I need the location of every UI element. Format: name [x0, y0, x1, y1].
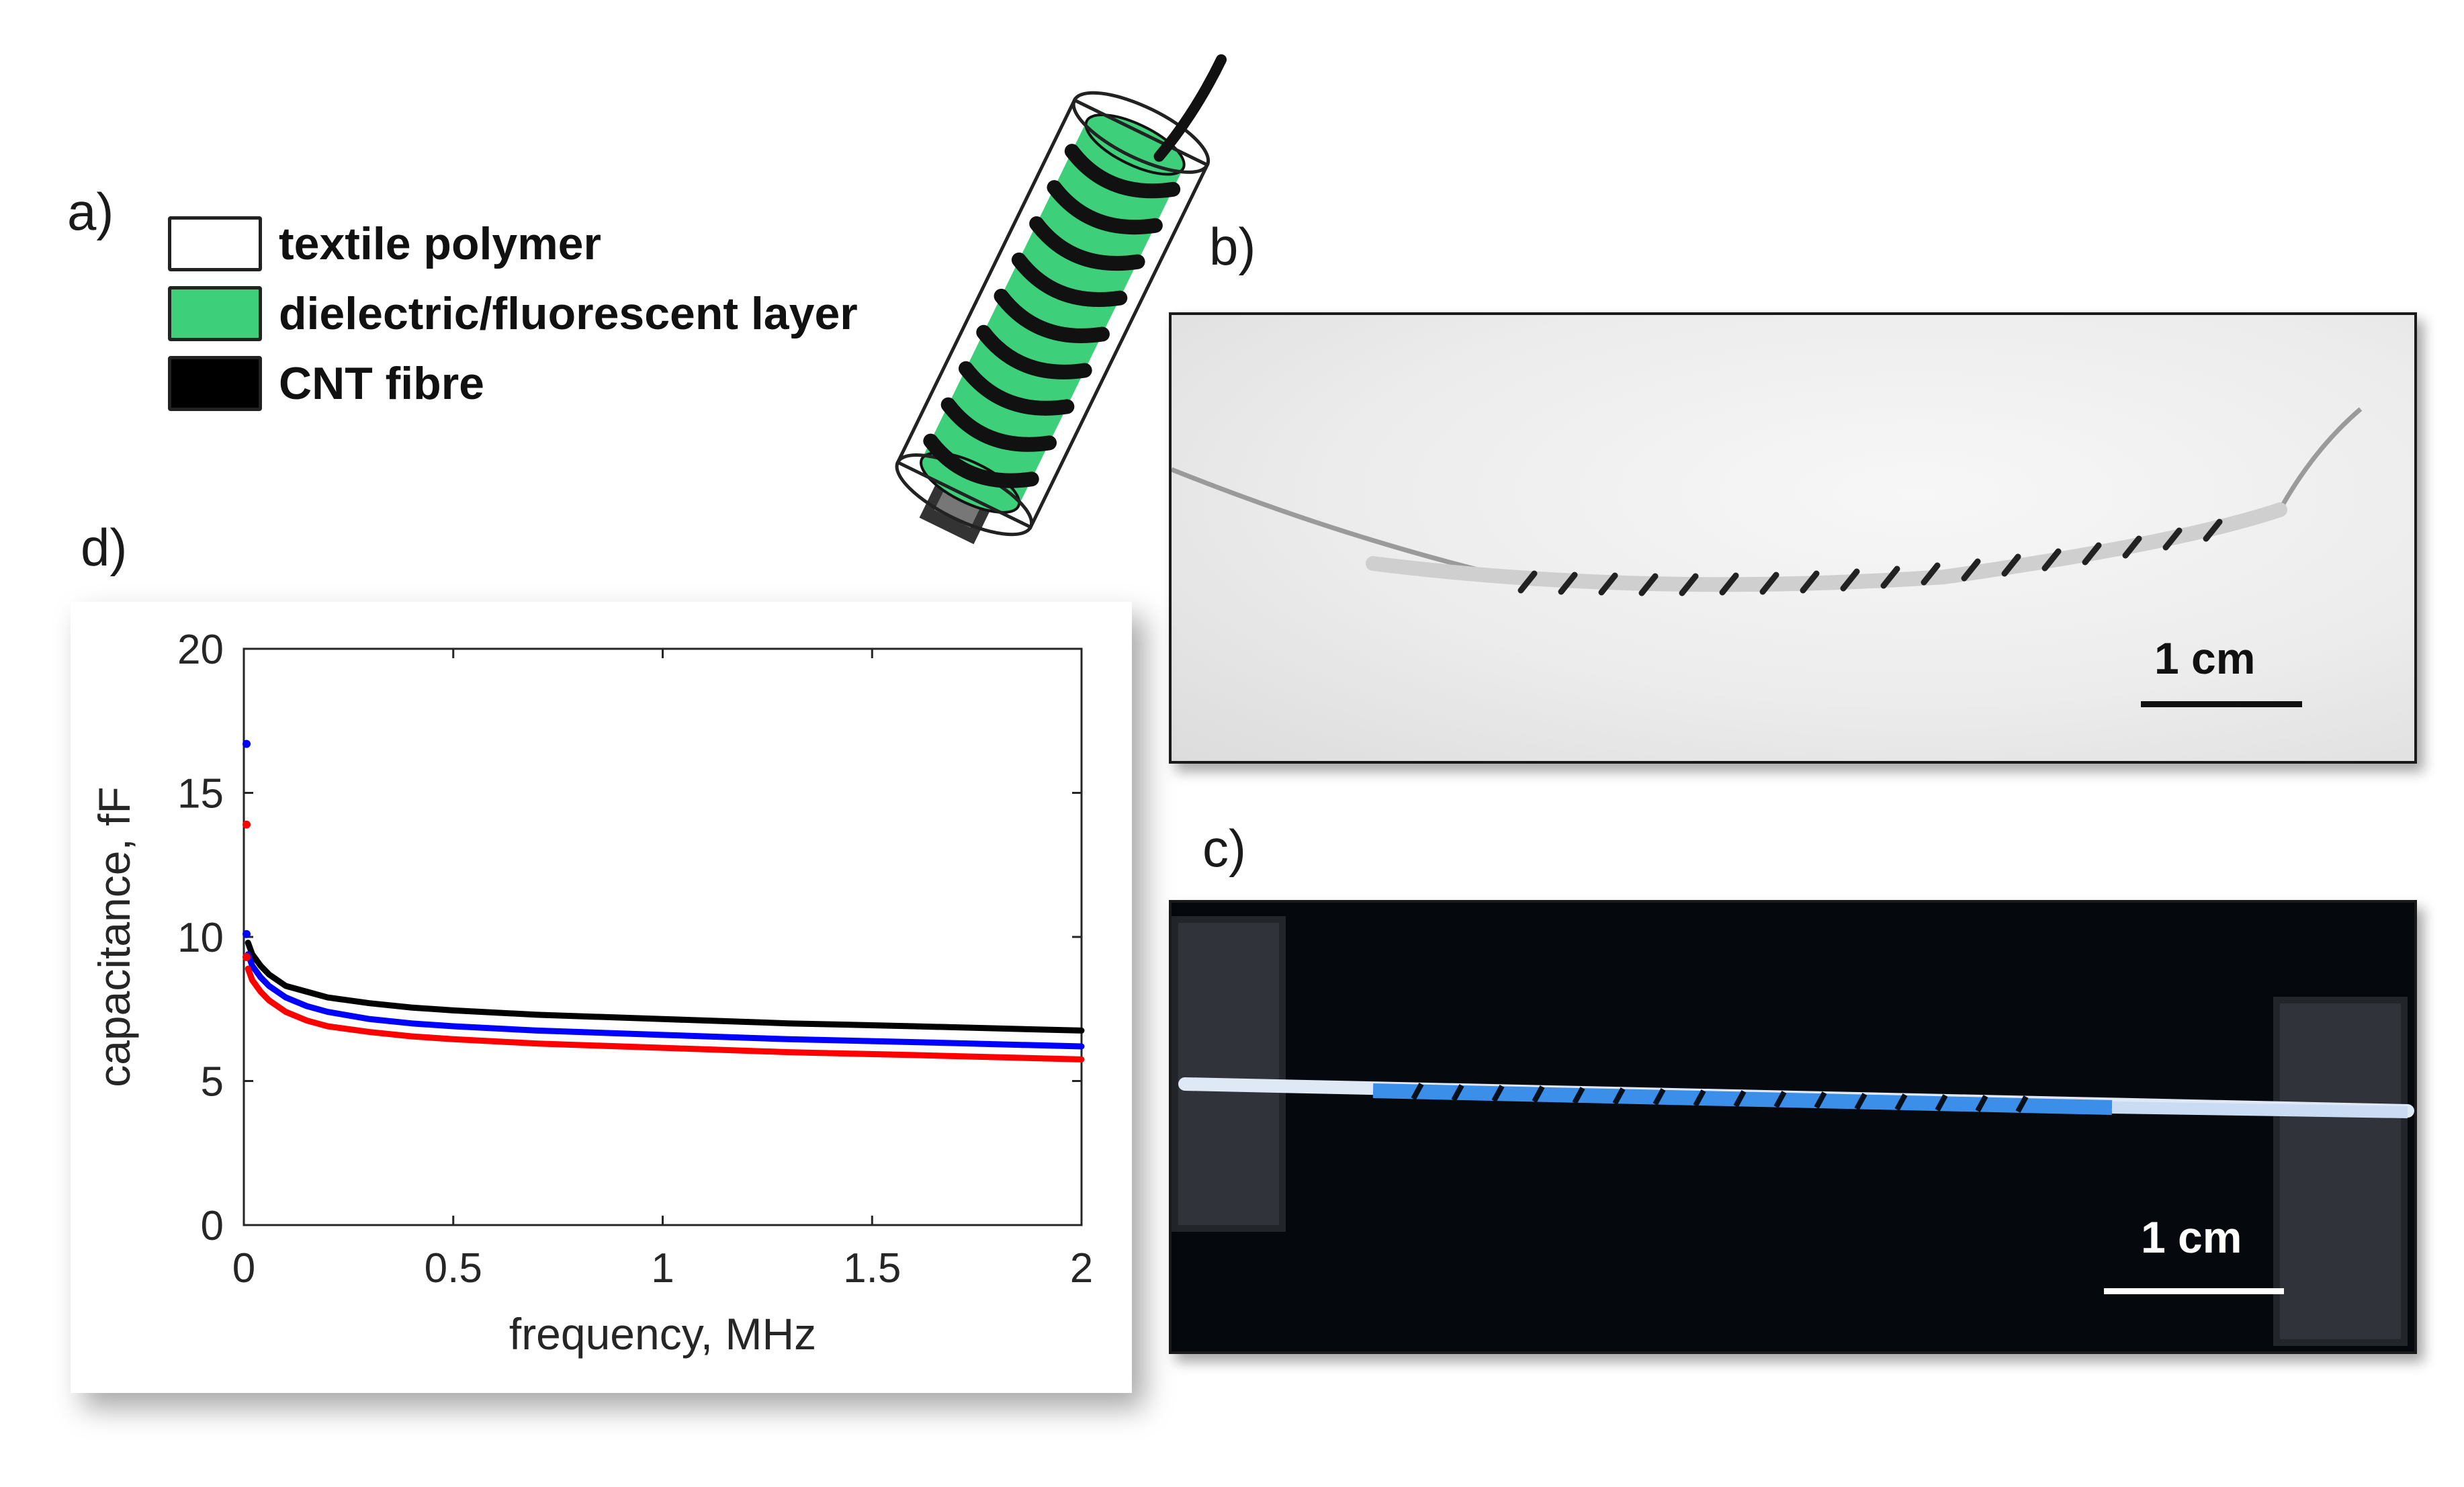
y-axis-label: capacitance, fF — [89, 786, 139, 1087]
legend-swatch-green — [168, 286, 262, 341]
panel-label-b: b) — [1209, 217, 1256, 276]
scalebar-b — [2141, 701, 2302, 707]
y-tick-label: 0 — [201, 1203, 224, 1249]
cnt-fibre-lead — [1153, 54, 1227, 162]
photo-c-fibre-fluorescence: 1 cm — [1169, 900, 2417, 1354]
cnt-fibre-winding — [923, 144, 1181, 488]
dielectric-layer — [922, 121, 1184, 506]
x-tick-label: 1.5 — [843, 1245, 901, 1292]
x-tick-label: 1 — [651, 1245, 674, 1292]
panel-label-c: c) — [1202, 819, 1246, 878]
legend-swatch-white — [168, 216, 262, 271]
scalebar-label-c: 1 cm — [2141, 1212, 2242, 1262]
data-point — [243, 739, 251, 748]
legend-label: textile polymer — [279, 218, 601, 269]
legend-label: CNT fibre — [279, 358, 484, 409]
legend-swatch-black — [168, 356, 262, 411]
legend-label: dielectric/fluorescent layer — [279, 288, 858, 339]
x-tick-label: 0.5 — [425, 1245, 482, 1292]
scalebar-label-b: 1 cm — [2154, 633, 2256, 683]
plot-frame — [243, 647, 1083, 1226]
panel-label-d: d) — [81, 518, 128, 577]
y-tick-label: 5 — [201, 1059, 224, 1106]
data-point — [243, 953, 251, 962]
scalebar-c — [2104, 1288, 2284, 1294]
textile-polymer-shell — [895, 97, 1210, 530]
fibre-image-c — [1172, 916, 2414, 1346]
chart-axes — [243, 647, 1083, 1226]
x-tick-label: 2 — [1070, 1245, 1093, 1292]
y-tick-label: 10 — [177, 915, 224, 961]
series-line-1 — [245, 951, 1085, 1050]
fibre-image-b — [1172, 407, 2363, 596]
x-axis-label: frequency, MHz — [509, 1309, 816, 1359]
fibre-schematic — [895, 54, 1227, 545]
series-line-0 — [245, 940, 1085, 1034]
y-tick-label: 20 — [177, 627, 224, 673]
chart-series — [243, 739, 1085, 1063]
x-tick-label: 0 — [232, 1245, 255, 1292]
panel-label-a: a) — [67, 182, 114, 241]
series-line-2 — [245, 965, 1085, 1063]
data-point — [243, 820, 251, 829]
photo-b-fibre-daylight: 1 cm — [1169, 312, 2417, 764]
data-point — [243, 930, 251, 938]
y-tick-label: 15 — [177, 771, 224, 817]
